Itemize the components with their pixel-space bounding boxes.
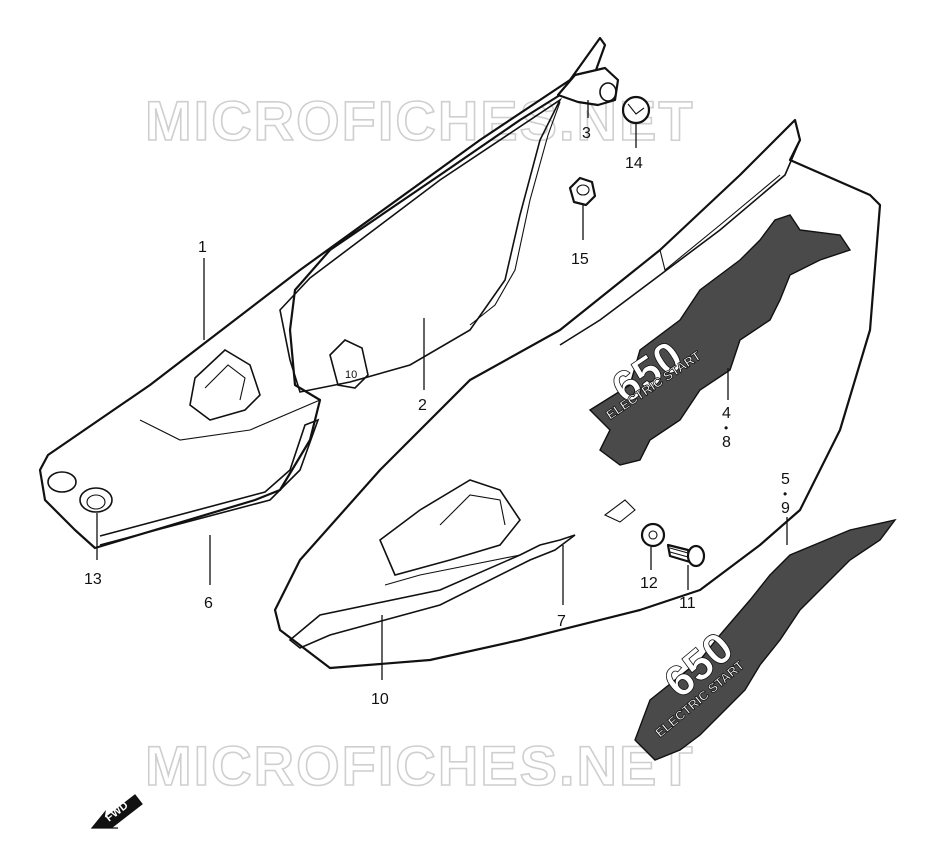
callout-13: 13	[84, 571, 102, 588]
callout-14: 14	[625, 155, 643, 172]
callout-5: 5	[781, 471, 790, 488]
callout-15: 15	[571, 251, 589, 268]
part-3-clip	[556, 66, 620, 107]
callout-2: 2	[418, 397, 427, 414]
fwd-arrow-icon: FWD	[90, 794, 143, 829]
callout-9: 9	[781, 500, 790, 517]
part-15-nut	[568, 176, 597, 207]
part-11-screw	[666, 543, 706, 568]
callout-dot-4-8: •	[724, 421, 728, 435]
callouts: 1 2 3 4 • 8 5 • 9 6 7 10 11 12 13 14 15	[84, 125, 790, 708]
callout-12: 12	[640, 575, 658, 592]
callout-7: 7	[557, 613, 566, 630]
callout-8: 8	[722, 434, 731, 451]
leader-lines	[96, 100, 788, 680]
watermark-bottom: MICROFICHES.NET	[145, 734, 695, 797]
callout-1: 1	[198, 239, 207, 256]
callout-4: 4	[722, 405, 731, 422]
part-12-washer	[640, 522, 666, 548]
callout-6: 6	[204, 595, 213, 612]
right-frame-cover	[273, 118, 882, 670]
callout-10: 10	[371, 691, 389, 708]
decal-4-8: 650 ELECTRIC START	[588, 214, 852, 466]
part-14-nut	[621, 95, 651, 125]
callout-dot-5-9: •	[783, 487, 787, 501]
left-frame-cover: 10	[38, 36, 607, 550]
callout-3: 3	[582, 125, 591, 142]
tab-marking: 10	[345, 369, 357, 381]
callout-11: 11	[679, 595, 696, 612]
